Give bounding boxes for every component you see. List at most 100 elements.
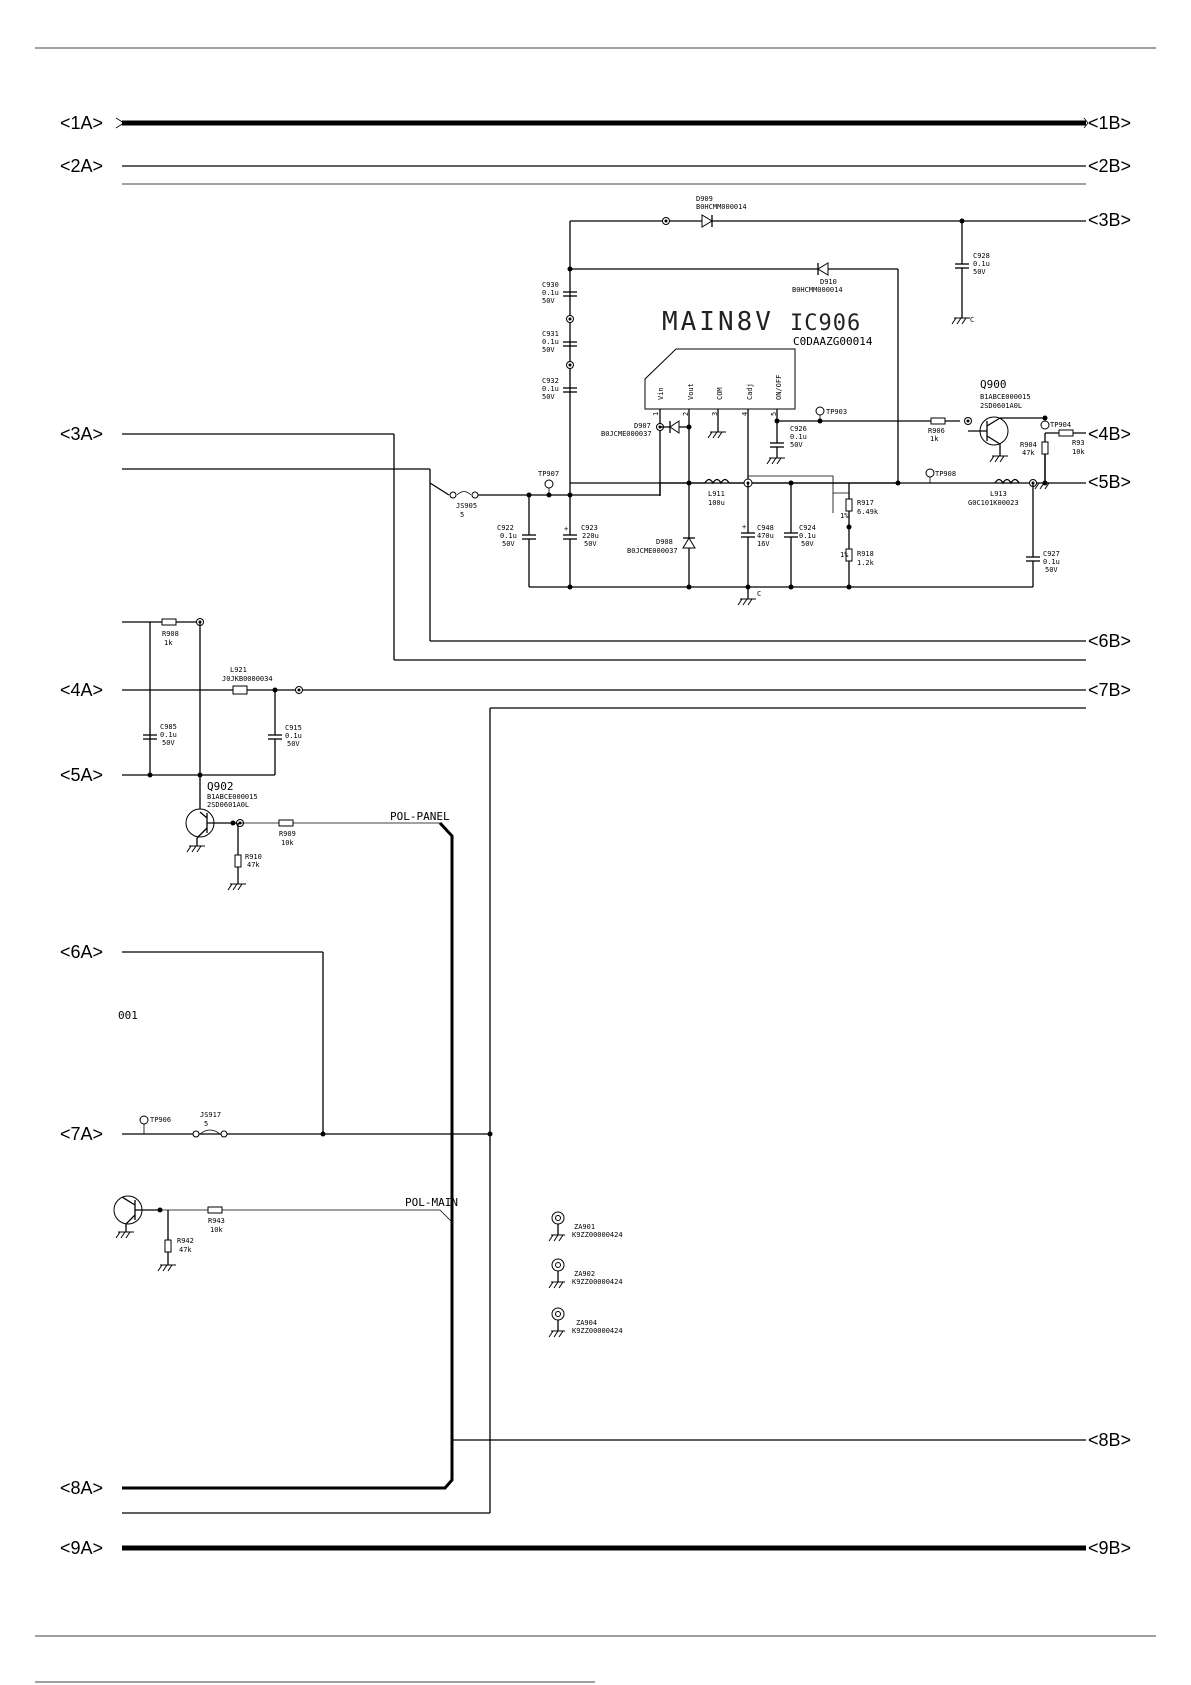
- svg-text:C928: C928: [973, 252, 990, 260]
- svg-text:L913: L913: [990, 490, 1007, 498]
- capacitor-c915: C915 0.1u 50V: [268, 690, 302, 775]
- port-1a: <1A>: [60, 113, 103, 133]
- capacitor-c928: C928 0.1u 50V: [955, 221, 990, 318]
- svg-text:5: 5: [770, 412, 778, 416]
- resistor-r918: R918 1.2k 1%: [840, 548, 875, 587]
- transistor-q902: Q902 B1ABCE000015 2SD0601A0L: [185, 780, 258, 839]
- regulator-title: MAIN8V: [662, 307, 774, 337]
- port-2a: <2A>: [60, 156, 103, 176]
- resistor-r93: R93 10k: [1045, 429, 1086, 456]
- svg-text:0.1u: 0.1u: [285, 732, 302, 740]
- svg-text:47k: 47k: [1022, 449, 1035, 457]
- svg-text:K9ZZ00000424: K9ZZ00000424: [572, 1231, 623, 1239]
- capacitor-c927: C927 0.1u 50V: [1026, 483, 1060, 587]
- svg-text:L921: L921: [230, 666, 247, 674]
- port-5a: <5A>: [60, 765, 103, 785]
- svg-text:C930: C930: [542, 281, 559, 289]
- port-7a: <7A>: [60, 1124, 103, 1144]
- port-1b: <1B>: [1088, 113, 1131, 133]
- port-8b: <8B>: [1088, 1430, 1131, 1450]
- svg-text:C922: C922: [497, 524, 514, 532]
- svg-text:Q900: Q900: [980, 378, 1007, 391]
- svg-text:50V: 50V: [801, 540, 814, 548]
- svg-text:50V: 50V: [162, 739, 175, 747]
- svg-text:50V: 50V: [973, 268, 986, 276]
- svg-text:ON/OFF: ON/OFF: [775, 375, 783, 400]
- svg-text:B0HCMM000014: B0HCMM000014: [696, 203, 747, 211]
- testpoint-tp907: [544, 479, 554, 489]
- regulator-ref: IC906: [790, 311, 861, 336]
- port-4a: <4A>: [60, 680, 103, 700]
- resistor-r910: R910 47k: [234, 823, 262, 884]
- port-3a: <3A>: [60, 424, 103, 444]
- port-9b: <9B>: [1088, 1538, 1131, 1558]
- svg-text:10k: 10k: [1072, 448, 1085, 456]
- svg-text:0.1u: 0.1u: [500, 532, 517, 540]
- svg-text:K9ZZ00000424: K9ZZ00000424: [572, 1327, 623, 1335]
- svg-text:Vin: Vin: [657, 387, 665, 400]
- port-5b: <5B>: [1088, 472, 1131, 492]
- resistor-r943: R943 10k: [207, 1206, 225, 1234]
- svg-text:C915: C915: [285, 724, 302, 732]
- svg-text:0.1u: 0.1u: [799, 532, 816, 540]
- capacitor-c948: + C948 470u 16V: [741, 483, 774, 587]
- net-label-pol-panel: POL-PANEL: [390, 810, 450, 823]
- svg-text:Vout: Vout: [687, 383, 695, 400]
- svg-text:47k: 47k: [247, 861, 260, 869]
- svg-text:R93: R93: [1072, 439, 1085, 447]
- port-3b: <3B>: [1088, 210, 1131, 230]
- svg-text:K9ZZ00000424: K9ZZ00000424: [572, 1278, 623, 1286]
- testpoint-tp908: [925, 468, 935, 478]
- svg-text:C923: C923: [581, 524, 598, 532]
- svg-text:0.1u: 0.1u: [542, 385, 559, 393]
- svg-text:50V: 50V: [584, 540, 597, 548]
- mount-za902: ZA902 K9ZZ00000424: [548, 1258, 623, 1289]
- svg-text:2SD0601A0L: 2SD0601A0L: [207, 801, 249, 809]
- testpoint-tp904: [1040, 420, 1050, 430]
- svg-text:D908: D908: [656, 538, 673, 546]
- svg-text:G0C101K00023: G0C101K00023: [968, 499, 1019, 507]
- port-6a: <6A>: [60, 942, 103, 962]
- mount-za904: ZA904 K9ZZ00000424: [548, 1307, 623, 1338]
- svg-text:JS905: JS905: [456, 502, 477, 510]
- svg-text:0.1u: 0.1u: [790, 433, 807, 441]
- svg-text:D907: D907: [634, 422, 651, 430]
- capacitor-c924: C924 0.1u 50V: [784, 483, 816, 587]
- svg-text:+: +: [742, 523, 746, 531]
- svg-text:C932: C932: [542, 377, 559, 385]
- capacitor-c985: C985 0.1u 50V: [143, 723, 177, 747]
- svg-text:1%: 1%: [840, 512, 849, 520]
- port-4b: <4B>: [1088, 424, 1131, 444]
- net-label-pol-main: POL-MAIN: [405, 1196, 458, 1209]
- svg-text:C948: C948: [757, 524, 774, 532]
- svg-text:TP906: TP906: [150, 1116, 171, 1124]
- jumper-js905: JS905 5: [449, 491, 479, 519]
- svg-text:R917: R917: [857, 499, 874, 507]
- svg-text:2SD0601A0L: 2SD0601A0L: [980, 402, 1022, 410]
- net-8a: [122, 821, 454, 1490]
- svg-text:B1ABCE000015: B1ABCE000015: [207, 793, 258, 801]
- capacitor-c922: C922 0.1u 50V: [497, 495, 536, 587]
- svg-text:TP904: TP904: [1050, 421, 1071, 429]
- svg-text:R904: R904: [1020, 441, 1037, 449]
- fragment-text: 001: [118, 1009, 138, 1022]
- svg-text:0.1u: 0.1u: [1043, 558, 1060, 566]
- capacitor-c932: C932 0.1u 50V: [542, 377, 577, 401]
- svg-text:50V: 50V: [502, 540, 515, 548]
- svg-text:J0JKB0000034: J0JKB0000034: [222, 675, 273, 683]
- svg-text:50V: 50V: [287, 740, 300, 748]
- resistor-r906: R906 1k: [928, 417, 946, 443]
- svg-text:D909: D909: [696, 195, 713, 203]
- svg-text:C924: C924: [799, 524, 816, 532]
- svg-text:47k: 47k: [179, 1246, 192, 1254]
- svg-text:ZA901: ZA901: [574, 1223, 595, 1231]
- svg-text:50V: 50V: [542, 393, 555, 401]
- svg-text:TP907: TP907: [538, 470, 559, 478]
- svg-text:1%: 1%: [840, 551, 849, 559]
- svg-text:R918: R918: [857, 550, 874, 558]
- svg-text:3: 3: [711, 412, 719, 416]
- svg-text:0.1u: 0.1u: [973, 260, 990, 268]
- transistor-q900: Q900 B1ABCE000015 2SD0601A0L: [968, 378, 1045, 446]
- mount-za901: ZA901 K9ZZ00000424: [548, 1211, 623, 1242]
- port-2b: <2B>: [1088, 156, 1131, 176]
